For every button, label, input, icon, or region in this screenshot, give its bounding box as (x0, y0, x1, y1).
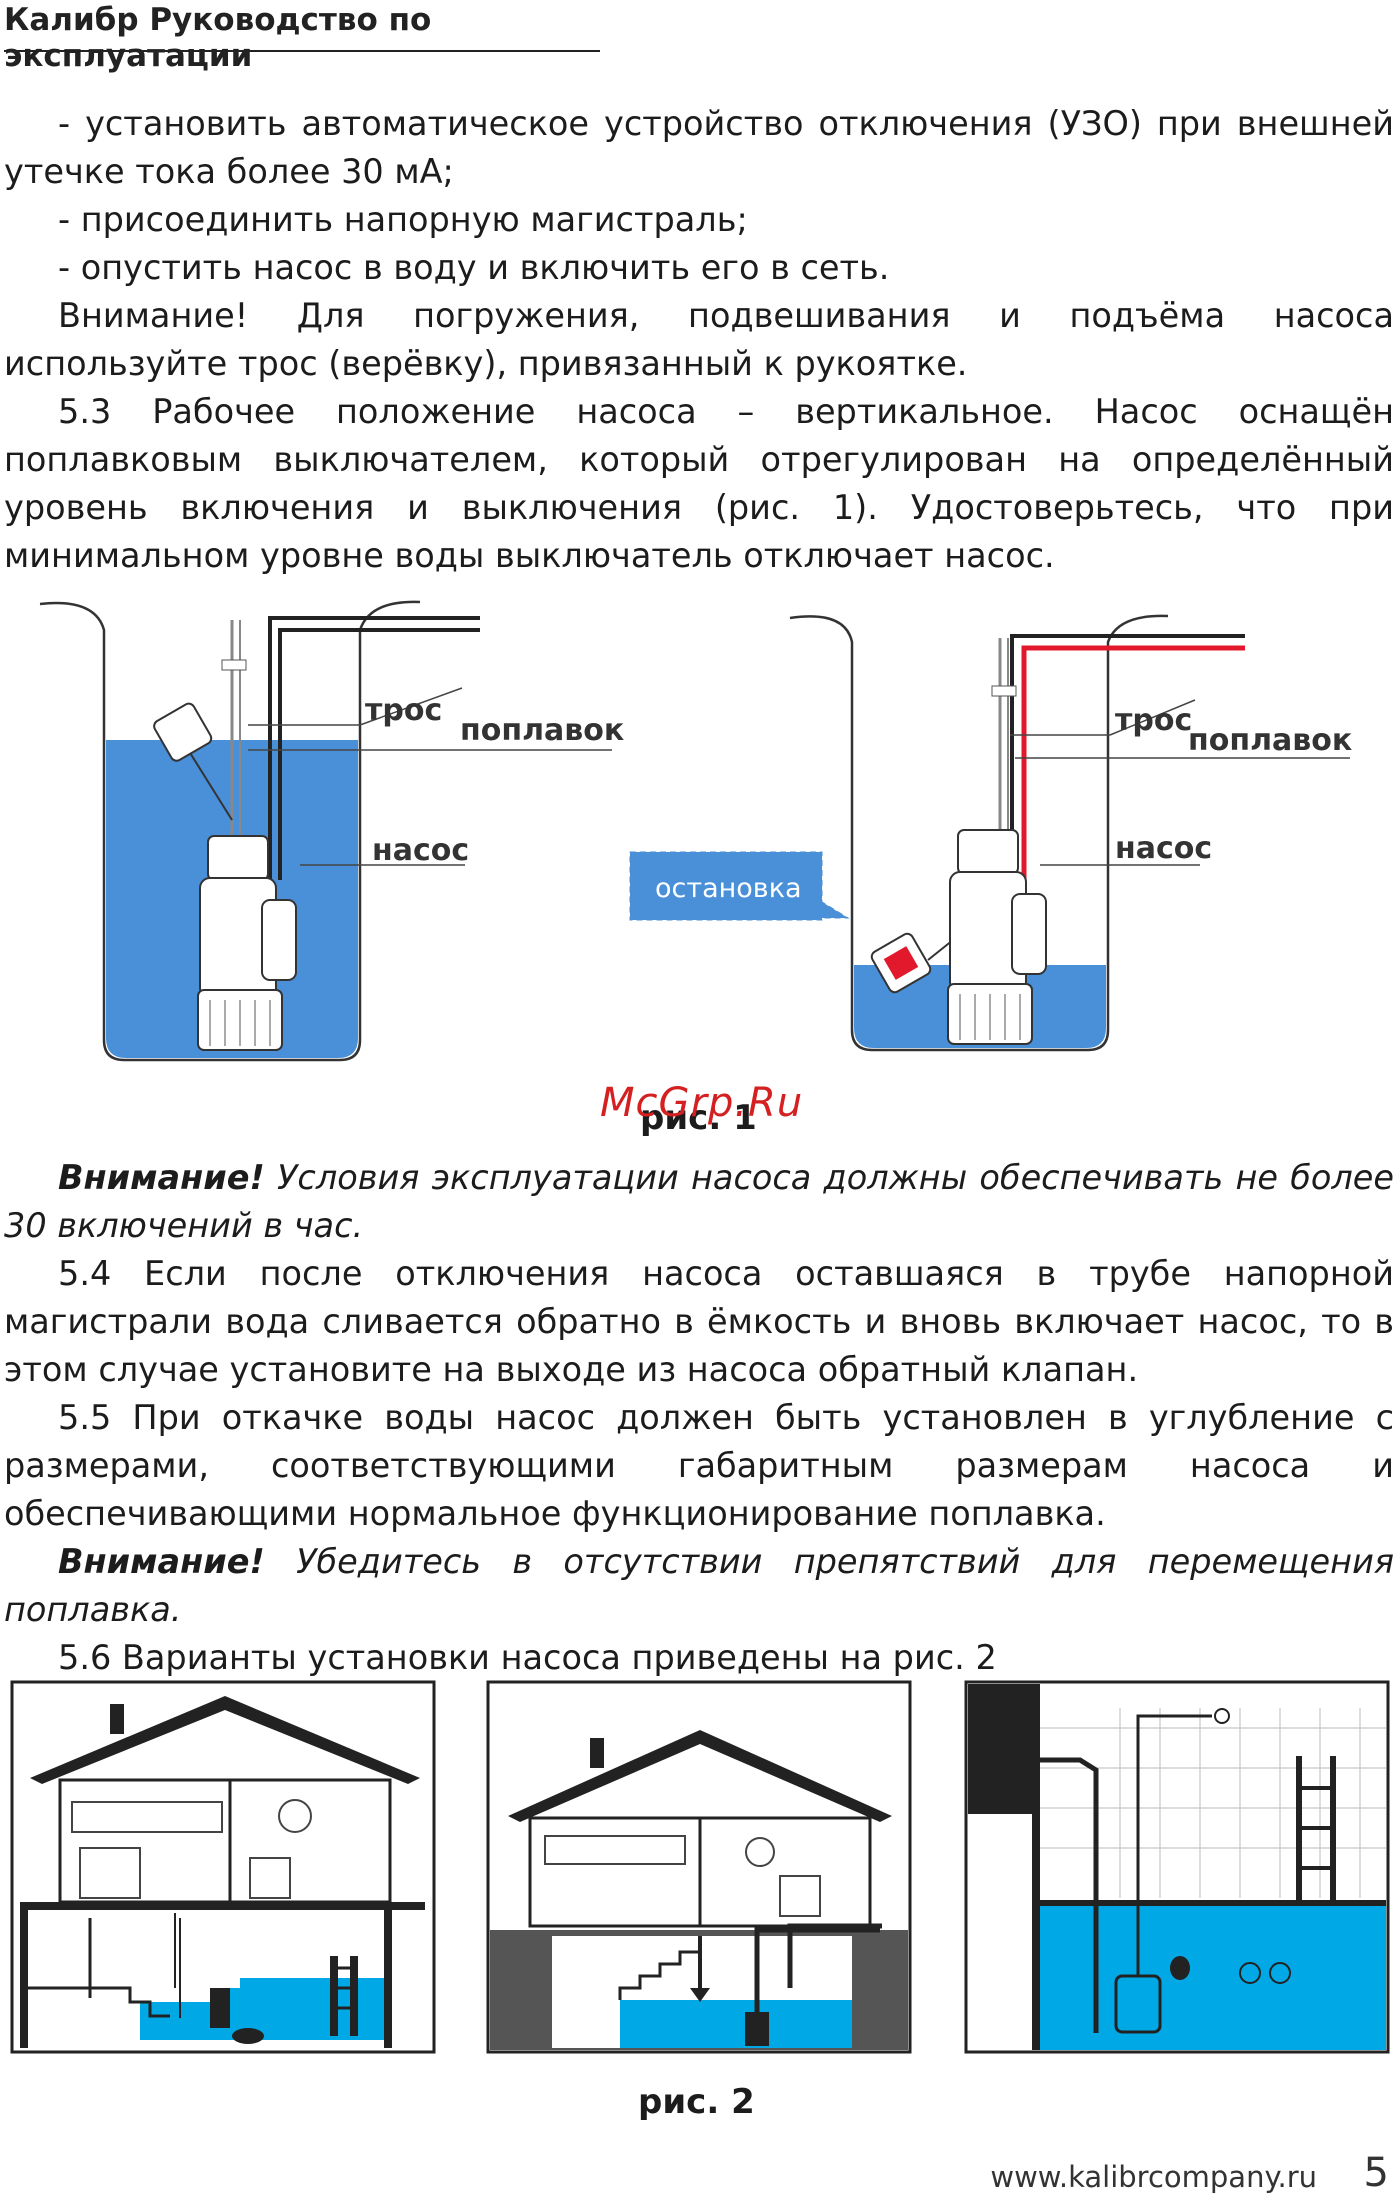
fig1-right-label-float: поплавок (1188, 723, 1352, 758)
footer-website[interactable]: www.kalibrcompany.ru (990, 2160, 1317, 2194)
fig2-panel-house-basement (10, 1680, 436, 2054)
fig2-panel1-water (140, 1978, 384, 2040)
fig1-right-well: трос поплавок насос остановка (629, 614, 1352, 1052)
paragraph-attention-rope: Внимание! Для погружения, подвешивания и… (4, 296, 1394, 383)
watermark: McGrp.Ru (600, 1080, 804, 1126)
paragraph-5-4: 5.4 Если после отключения насоса оставша… (4, 1254, 1394, 1389)
paragraph-attention-float: Внимание! Убедитесь в отсутствии препятс… (4, 1538, 1394, 1634)
fig1-left-float (153, 702, 213, 762)
fig1-left-label-rope: трос (365, 693, 442, 728)
attention-label-2: Внимание! (58, 1542, 265, 1581)
fig1-left-well: трос поплавок насос (39, 600, 624, 1062)
text-block-top: - установить автоматическое устройство о… (4, 100, 1394, 580)
fig1-label-stop: остановка (655, 873, 802, 904)
attention-label: Внимание! (58, 1158, 265, 1197)
attention-float-text: Убедитесь в отсутствии препятствий для п… (4, 1542, 1394, 1629)
fig2-panel2-water (620, 2000, 852, 2048)
figure-2-caption: рис. 2 (638, 2082, 755, 2122)
text-block-middle: Внимание! Условия эксплуатации насоса до… (4, 1154, 1394, 1682)
paragraph-5-6: 5.6 Варианты установки насоса приведены … (58, 1638, 997, 1677)
fig2-panel-house-pit (486, 1680, 912, 2054)
attention-cycles-text: Условия эксплуатации насоса должны обесп… (4, 1158, 1394, 1245)
fig1-right-label-rope: трос (1115, 703, 1192, 738)
header-title: Калибр Руководство по эксплуатации (4, 2, 432, 74)
page-header: Калибр Руководство по эксплуатации (4, 0, 600, 74)
fig1-left-pump (197, 835, 297, 1051)
fig1-left-label-float: поплавок (460, 713, 624, 748)
paragraph-rcd: - установить автоматическое устройство о… (4, 104, 1394, 191)
fig1-right-label-pump: насос (1115, 831, 1212, 866)
paragraph-submerge: - опустить насос в воду и включить его в… (58, 248, 890, 287)
paragraph-5-5: 5.5 При откачке воды насос должен быть у… (4, 1398, 1394, 1533)
paragraph-5-3: 5.3 Рабочее положение насоса – вертикаль… (4, 392, 1394, 575)
fig1-left-label-pump: насос (372, 833, 469, 868)
page-number: 5 (1363, 2150, 1389, 2196)
figure-1-float-switch: трос поплавок насос (39, 600, 1352, 1062)
figure-1-caption: рис. 1 (640, 1098, 757, 1138)
fig2-panel-pool (964, 1680, 1390, 2054)
fig1-stop-callout (629, 851, 850, 921)
fig1-right-pump (947, 829, 1047, 1045)
fig2-panel3-water (1040, 1900, 1386, 2050)
paragraph-attention-cycles: Внимание! Условия эксплуатации насоса до… (4, 1154, 1394, 1250)
paragraph-pressure-line: - присоединить напорную магистраль; (58, 200, 748, 239)
figure-2-installation-variants (10, 1680, 1390, 2054)
